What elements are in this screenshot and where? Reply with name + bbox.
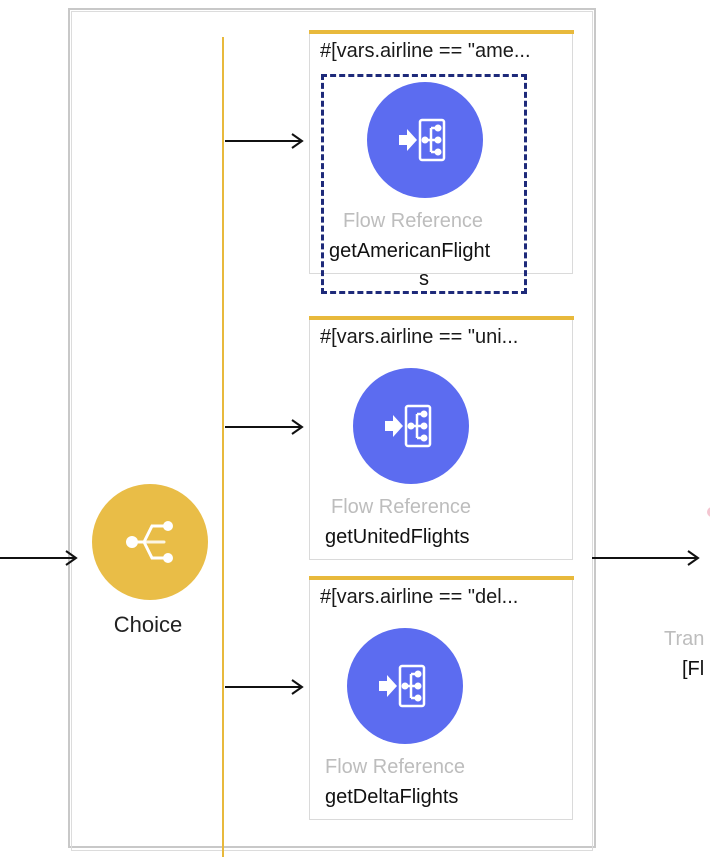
flow-reference-icon — [399, 118, 446, 162]
choice-router-line — [222, 37, 224, 857]
flow-name: getUnitedFlights — [325, 526, 470, 548]
selection-highlight — [321, 74, 527, 294]
flow-reference-node[interactable] — [367, 82, 483, 198]
flow-reference-node[interactable] — [347, 628, 463, 744]
component-type-label: Flow Reference — [325, 756, 466, 778]
route-condition[interactable]: #[vars.airline == "uni... — [320, 326, 519, 348]
choice-label: Choice — [113, 612, 183, 637]
route-3-arrow — [225, 679, 304, 695]
next-component-name: [Fl — [682, 658, 705, 680]
incoming-arrow — [0, 550, 78, 566]
component-type-label: Flow Reference — [343, 210, 484, 232]
route-condition[interactable]: #[vars.airline == "ame... — [320, 40, 531, 62]
component-type-label: Flow Reference — [331, 496, 472, 518]
connector-arrows — [0, 133, 710, 695]
route-condition[interactable]: #[vars.airline == "del... — [320, 586, 519, 608]
choice-route-united[interactable]: #[vars.airline == "uni... Flow Reference… — [309, 316, 574, 560]
next-component-type-label: Tran — [664, 628, 705, 650]
route-1-arrow — [225, 133, 304, 149]
flow-name-wrap: s — [419, 268, 429, 290]
next-component-edge — [707, 507, 710, 517]
choice-route-american[interactable]: #[vars.airline == "ame... Flow Reference… — [309, 30, 574, 290]
choice-router-icon — [126, 521, 173, 563]
route-2-arrow — [225, 419, 304, 435]
outgoing-arrow — [592, 550, 700, 566]
flow-name: getDeltaFlights — [325, 786, 459, 808]
flow-reference-icon — [379, 664, 426, 708]
flow-reference-node[interactable] — [353, 368, 469, 484]
choice-route-delta[interactable]: #[vars.airline == "del... Flow Reference… — [309, 576, 574, 820]
flow-reference-icon — [385, 404, 432, 448]
flow-name: getAmericanFlight — [329, 240, 491, 262]
choice-router[interactable] — [92, 484, 208, 600]
